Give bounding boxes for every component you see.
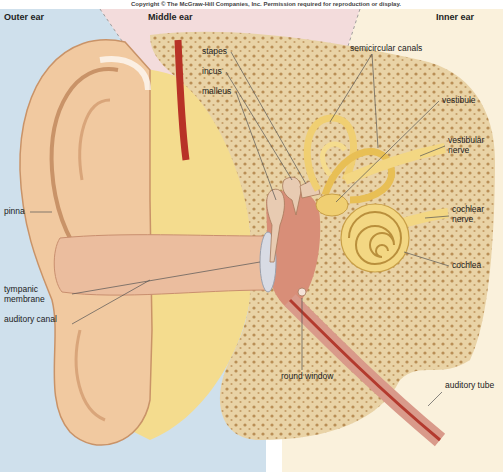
region-heading: Middle ear [148,12,193,22]
part-label: vestibular nerve [448,136,498,156]
copyright-note: Copyright © The McGraw-Hill Companies, I… [131,1,401,8]
middle-ear-region: Middle ear [148,12,193,22]
outer-ear-region: Outer ear [4,12,44,22]
part-label: malleus [202,87,231,97]
region-heading: Outer ear [4,12,44,22]
part-label: semicircular canals [350,44,422,54]
part-label: cochlea [452,261,481,271]
part-label: auditory tube [445,381,495,391]
part-label: auditory canal [4,315,70,325]
region-heading: Inner ear [436,12,474,22]
part-label: stapes [202,47,227,57]
inner-ear-region: Inner ear [436,12,474,22]
part-label: tympanic membrane [4,285,70,305]
part-label: round window [281,372,333,382]
part-label: vestibule [442,96,476,106]
part-label: cochlear nerve [452,205,500,225]
part-label: incus [202,67,222,77]
part-label: pinna [4,207,25,217]
